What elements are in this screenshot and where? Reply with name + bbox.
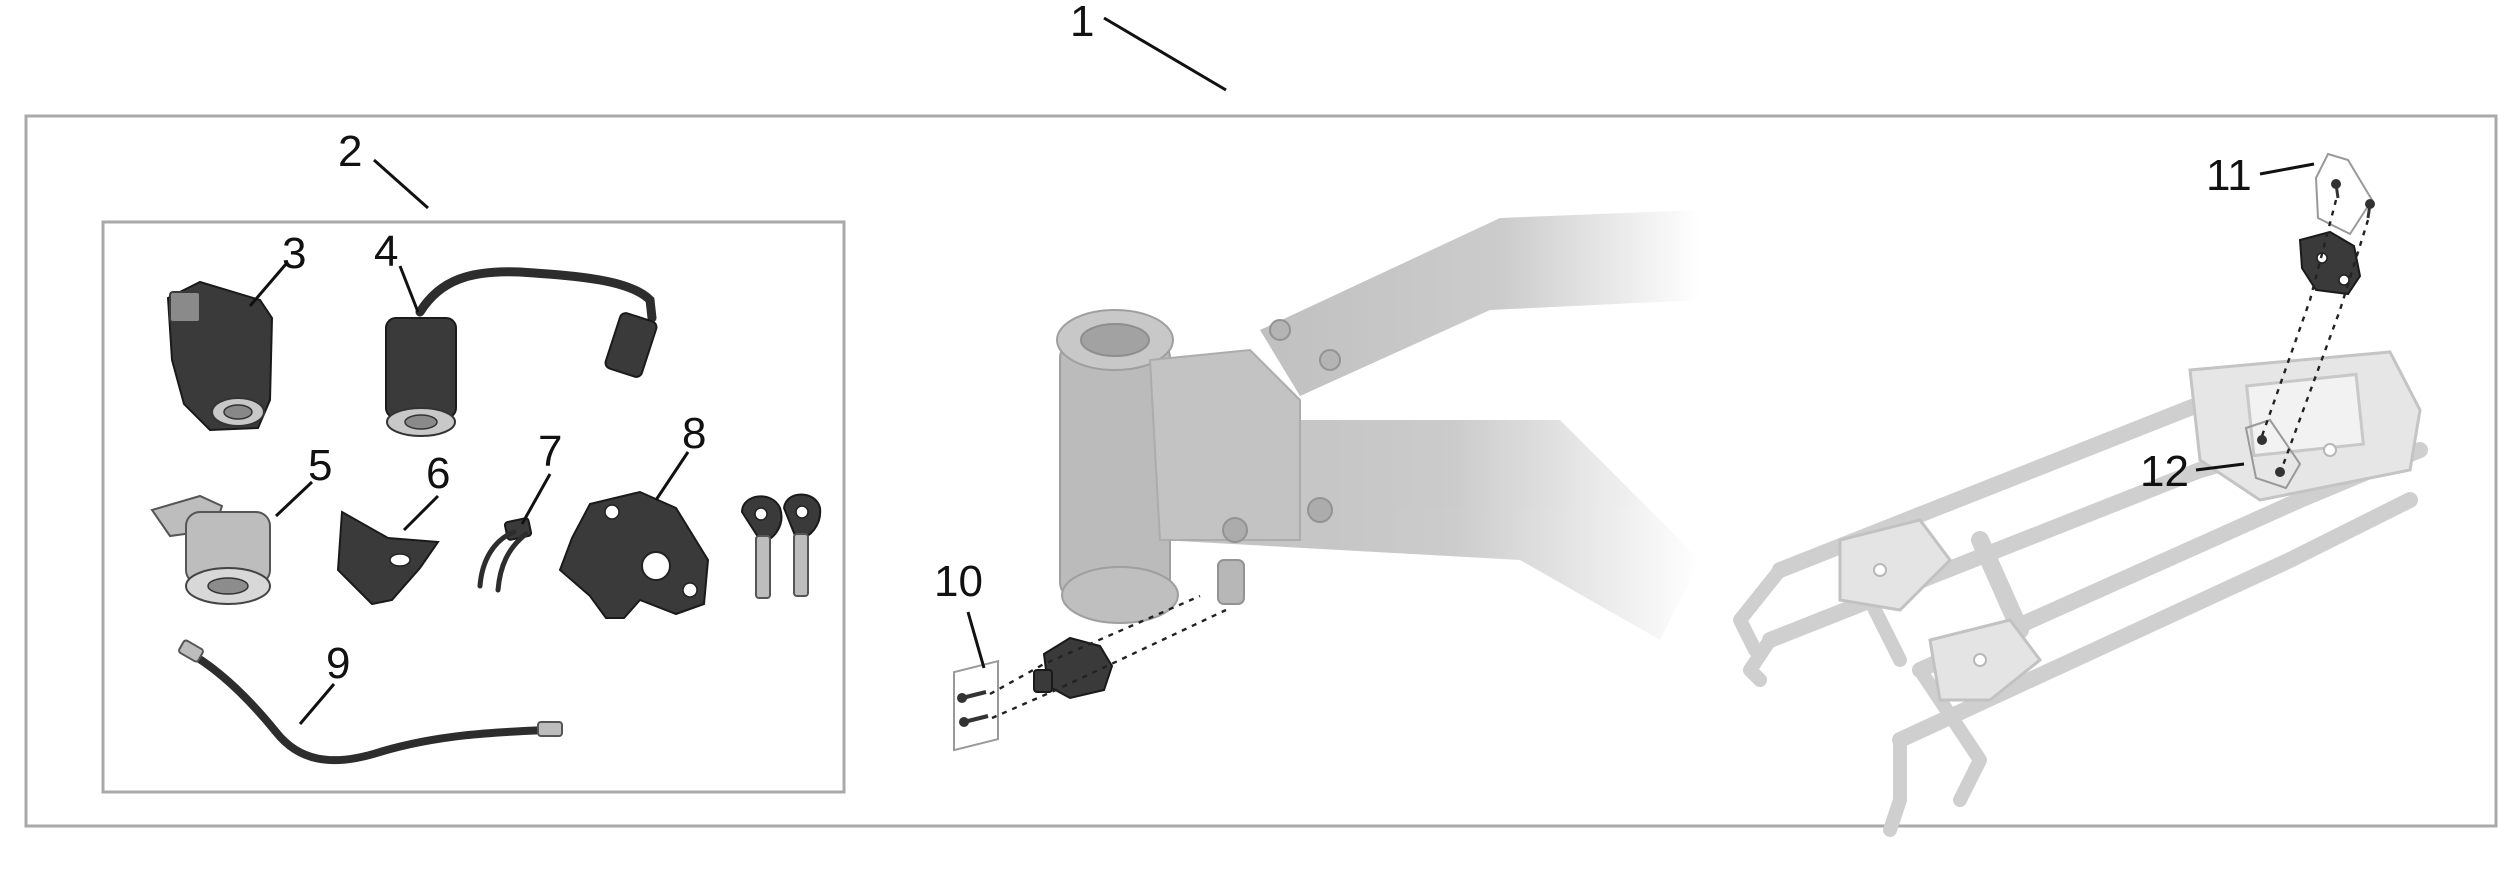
part-8-lock-plate (558, 490, 710, 619)
leader-4 (398, 265, 420, 313)
leader-2 (373, 158, 429, 210)
keys-pair (740, 493, 822, 599)
part-5-seat-lock (150, 494, 271, 605)
callout-9: 9 (326, 639, 350, 688)
callout-8: 8 (682, 409, 706, 458)
callout-4: 4 (374, 227, 398, 276)
part-4-lock-cylinder-with-wire (385, 267, 658, 437)
callout-2: 2 (338, 127, 362, 176)
lock-set-box (101, 220, 846, 794)
leader-12 (2195, 462, 2245, 472)
part-7-clip (477, 517, 533, 593)
part-10-frame-lock (1033, 636, 1114, 700)
assembly-line-11a (2260, 199, 2338, 437)
leader-10 (966, 611, 986, 669)
callout-1: 1 (1070, 0, 1094, 46)
leader-7 (520, 473, 552, 525)
leader-5 (274, 480, 314, 518)
part-11-screws-box (2314, 152, 2375, 236)
assembly-line-10b (991, 608, 1227, 720)
leader-9 (298, 683, 336, 725)
assembly-outer-box (24, 114, 2498, 828)
leader-3 (248, 263, 288, 307)
callout-6: 6 (426, 449, 450, 498)
callout-12: 12 (2140, 447, 2189, 496)
part-11-bracket (2298, 230, 2362, 296)
rear-subframe-illustration (1733, 350, 2428, 837)
leader-11 (2259, 162, 2315, 176)
leader-8 (654, 451, 690, 501)
part-10-screws (953, 659, 999, 752)
part-6-bracket (336, 510, 440, 606)
callout-3: 3 (282, 229, 306, 278)
main-frame-illustration (1056, 210, 1700, 640)
leader-6 (402, 494, 440, 532)
callout-5: 5 (308, 441, 332, 490)
callout-7: 7 (538, 427, 562, 476)
callout-10: 10 (934, 557, 983, 606)
leader-1 (1103, 16, 1227, 92)
part-3-ignition-switch (166, 280, 274, 432)
part-9-release-cable (178, 639, 563, 765)
callout-11: 11 (2206, 151, 2252, 200)
